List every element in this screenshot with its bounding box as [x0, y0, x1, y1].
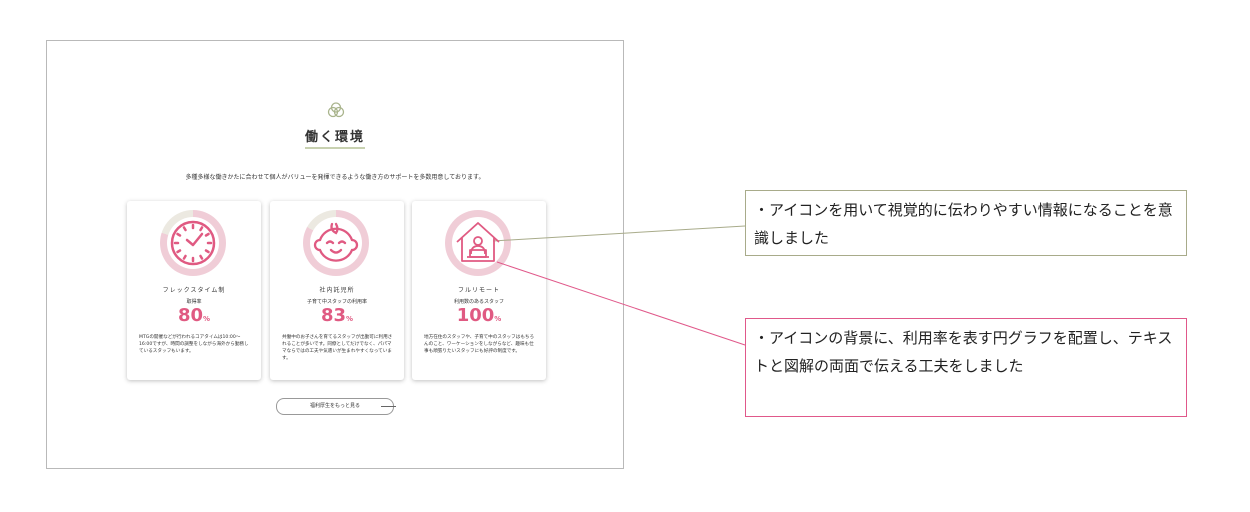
- value-number: 83: [320, 305, 347, 326]
- usage-donut-chart: [303, 210, 369, 276]
- annotation-note-icons: ・アイコンを用いて視覚的に伝わりやすい情報になることを意識しました: [745, 190, 1187, 256]
- card-value: 80%: [127, 305, 261, 326]
- section-title: 働く環境: [304, 130, 365, 145]
- card-value: 100%: [412, 305, 546, 326]
- title-underline: [305, 147, 365, 149]
- button-arrow-line: [381, 406, 396, 407]
- benefit-card-daycare: 社内託児所 子育て中スタッフの利用率 83% 共働中のお子さんを育てるスタッフが…: [270, 201, 404, 380]
- remote-work-house-icon: [456, 222, 500, 262]
- annotation-note-donut: ・アイコンの背景に、利用率を表す円グラフを配置し、テキストと図解の両面で伝える工…: [745, 318, 1187, 417]
- design-frame: [46, 40, 624, 469]
- card-description: MTGの開催などが行われるコアタイムは10:00〜16:00ですが、時間の調整を…: [139, 335, 249, 354]
- card-label: 利用数のあるスタッフ: [453, 299, 504, 305]
- value-unit: %: [494, 315, 502, 323]
- value-unit: %: [203, 315, 211, 323]
- card-description: 地方在住のスタッフや、子育て中のスタッフはもちろんのこと、ワーケーションをしなが…: [424, 335, 535, 354]
- card-name: フレックスタイム制: [162, 287, 226, 294]
- card-label: 子育て中スタッフの利用率: [306, 299, 367, 305]
- card-label: 取得率: [186, 299, 202, 305]
- card-name: 社内託児所: [319, 287, 355, 294]
- annotation-line-1: [492, 225, 746, 242]
- clock-icon: [170, 220, 216, 266]
- value-number: 100: [456, 305, 495, 326]
- card-description: 共働中のお子さんを育てるスタッフが出勤可に利用されることが多いです。同僚としてだ…: [282, 335, 393, 361]
- benefit-card-remote: フルリモート 利用数のあるスタッフ 100% 地方在住のスタッフや、子育て中のス…: [412, 201, 546, 380]
- baby-face-icon: [313, 222, 359, 262]
- section-lead: 多種多様な働きかたに合わせて個人がバリューを発揮できるような働き方のサポートを多…: [185, 174, 485, 181]
- card-name: フルリモート: [457, 287, 500, 294]
- benefit-card-flex: フレックスタイム制 取得率 80% MTGの開催などが行われるコアタイムは10:…: [127, 201, 261, 380]
- card-value: 83%: [270, 305, 404, 326]
- logo-icon: [327, 102, 345, 118]
- value-unit: %: [346, 315, 354, 323]
- value-number: 80: [177, 305, 204, 326]
- annotation-line-2: [496, 261, 746, 346]
